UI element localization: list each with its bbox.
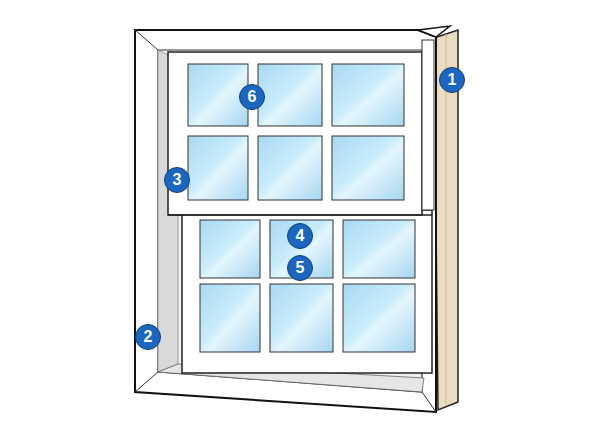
callout-circle: 5 — [287, 255, 313, 281]
callout-number: 2 — [144, 329, 153, 345]
mitre-line — [135, 30, 158, 50]
lower-panes — [200, 220, 415, 352]
callout-number: 6 — [248, 89, 257, 105]
sash-stop — [422, 40, 434, 210]
callout-circle: 2 — [135, 324, 161, 350]
callout-number: 1 — [448, 72, 457, 88]
casing-trim — [418, 26, 450, 37]
callout-circle: 1 — [439, 67, 465, 93]
callout-number: 3 — [173, 172, 182, 188]
callout-number: 4 — [296, 228, 305, 244]
meeting-rail — [168, 214, 432, 216]
lower-sash — [182, 210, 432, 373]
upper-sash — [168, 52, 422, 215]
mitre-line — [135, 372, 158, 392]
mitre-line — [422, 392, 436, 412]
upper-panes — [188, 64, 404, 200]
window-casing — [135, 30, 436, 412]
callout-number: 5 — [296, 260, 305, 276]
callout-circle: 3 — [164, 167, 190, 193]
callout-circle: 6 — [239, 84, 265, 110]
callout-circle: 4 — [287, 223, 313, 249]
